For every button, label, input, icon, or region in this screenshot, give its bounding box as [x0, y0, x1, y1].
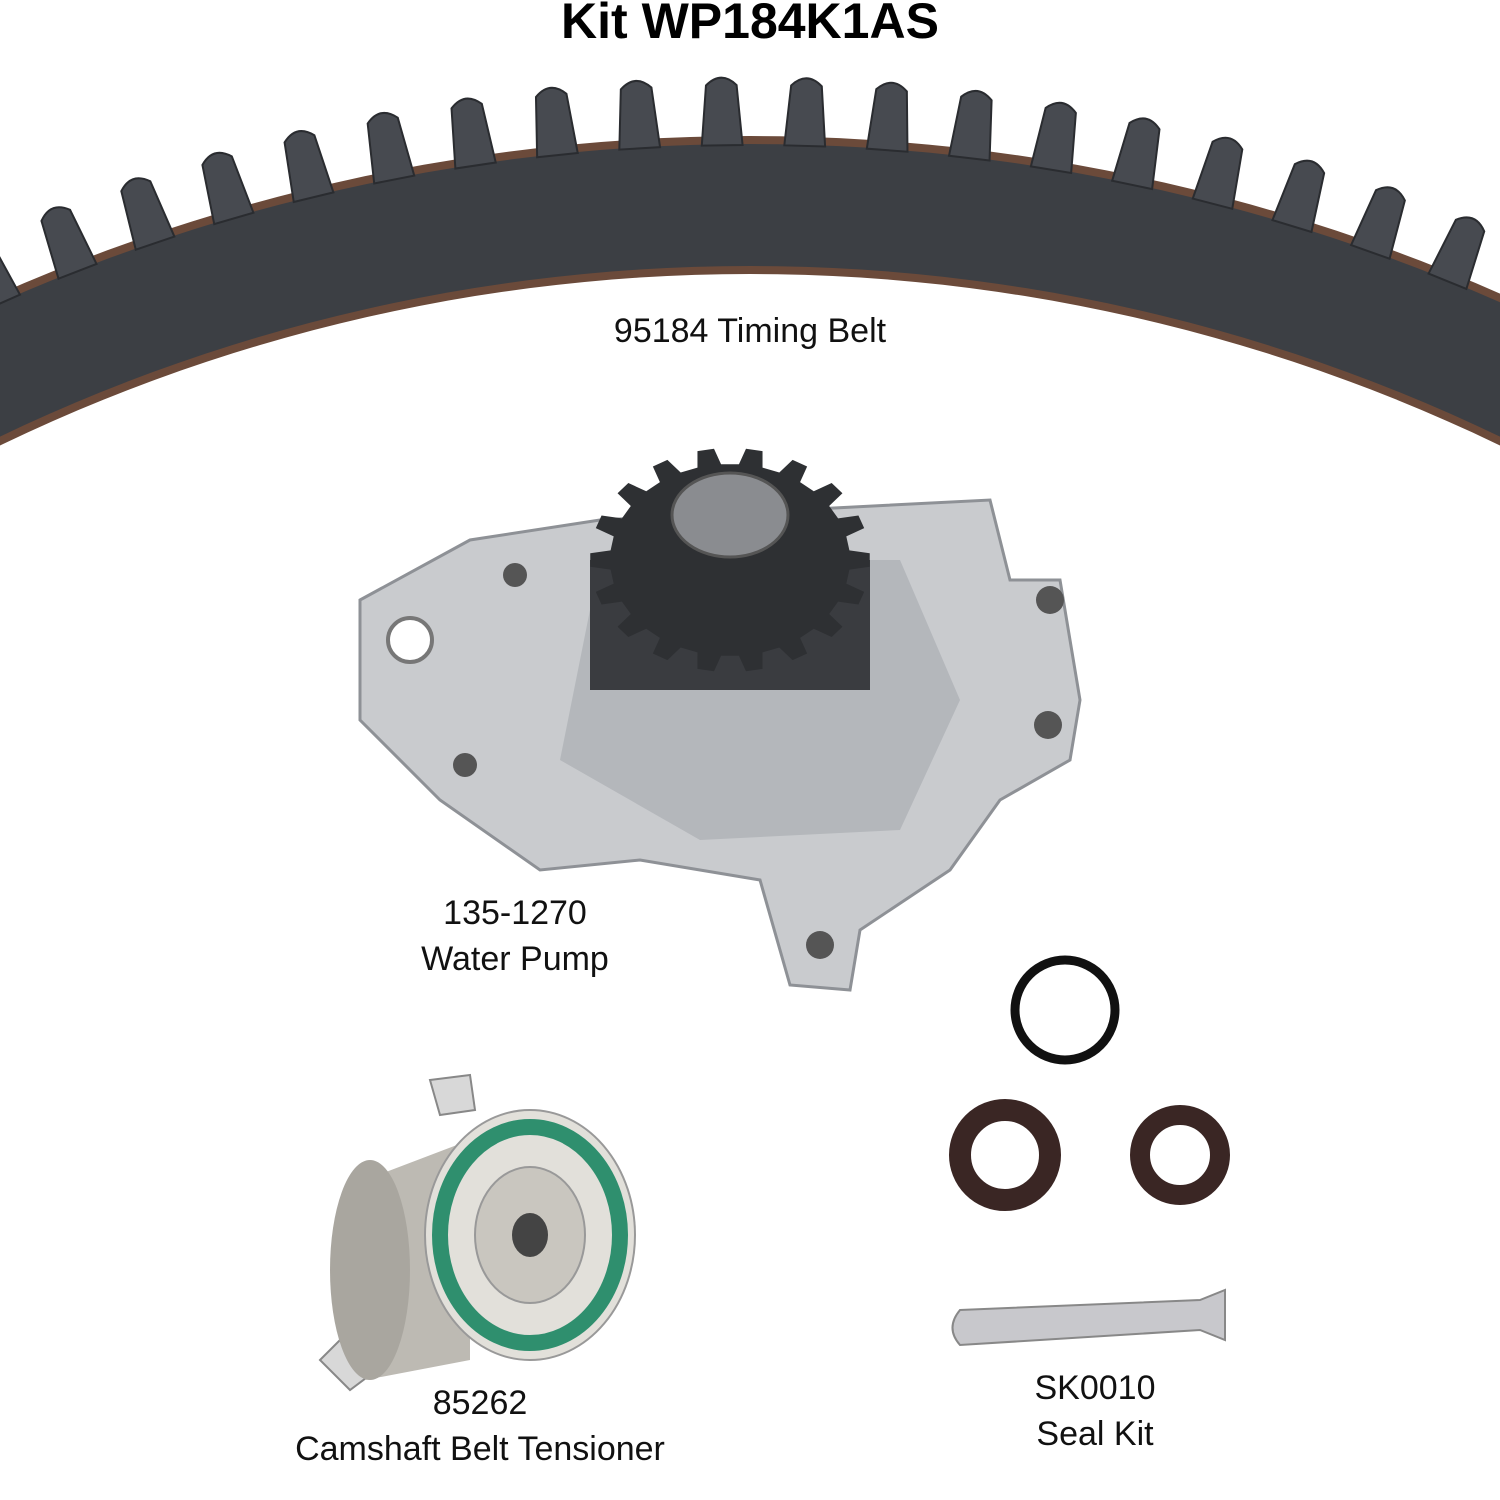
tensioner-name: Camshaft Belt Tensioner [295, 1430, 665, 1468]
timing-belt-image [0, 76, 1500, 446]
water-pump-gear [590, 448, 870, 690]
water-pump-part-number: 135-1270 [443, 894, 587, 932]
belt-tooth [783, 77, 827, 148]
belt-tooth [366, 111, 416, 185]
belt-tooth [1427, 216, 1486, 291]
timing-belt-label: 95184 Timing Belt [613, 312, 887, 350]
belt-tooth [1349, 186, 1406, 261]
belt-tooth [201, 151, 255, 226]
seal-kit-name: Seal Kit [1036, 1415, 1154, 1453]
belt-tooth [534, 86, 579, 159]
belt-tooth [618, 79, 662, 151]
belt-tooth [700, 76, 744, 147]
gear-teeth [590, 448, 870, 672]
belt-tooth [947, 90, 993, 162]
belt-tooth [865, 81, 909, 153]
seal-kit-image [949, 955, 1230, 1347]
water-pump-label: 135-1270 Water Pump [380, 890, 650, 982]
water-pump-name: Water Pump [421, 940, 609, 978]
seal-kit-label: SK0010 Seal Kit [980, 1365, 1210, 1457]
belt-tooth [40, 206, 98, 281]
belt-tooth [0, 256, 22, 305]
water-pump-image [358, 448, 1082, 992]
kit-title: Kit WP184K1AS [561, 0, 939, 49]
belt-tooth [1271, 159, 1326, 234]
belt-tooth [1029, 101, 1077, 175]
seal-kit-part-number: SK0010 [1034, 1369, 1156, 1407]
belt-tooth [450, 97, 497, 170]
belt-tooth [283, 130, 335, 204]
belt-tooth [1110, 117, 1161, 191]
tensioner-image [318, 1073, 636, 1392]
belt-tooth [120, 177, 176, 251]
belt-tooth [1191, 136, 1244, 211]
tensioner-label: 85262 Camshaft Belt Tensioner [230, 1380, 730, 1472]
tensioner-part-number: 85262 [432, 1384, 528, 1422]
